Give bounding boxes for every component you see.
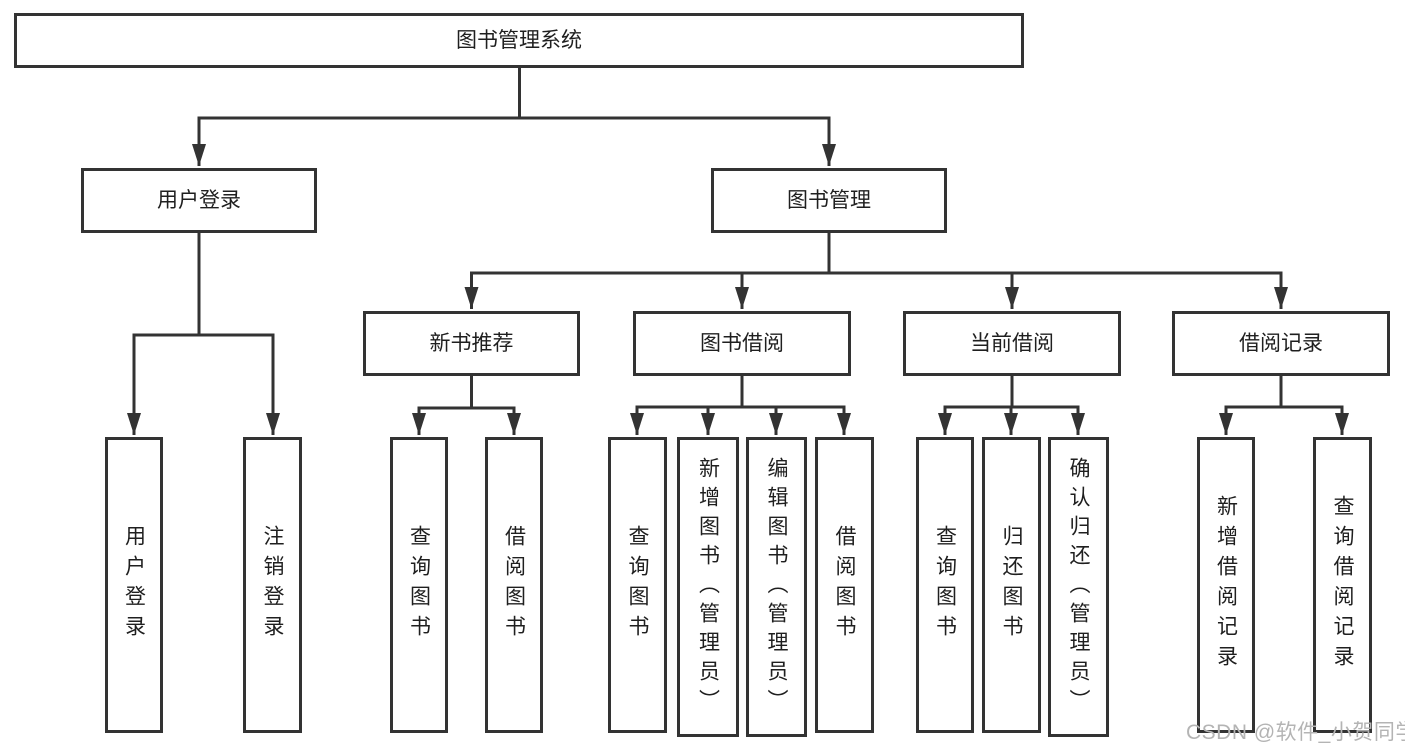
node-new-book-recommend: 新书推荐	[363, 311, 580, 376]
node-label: 查询图书	[933, 525, 957, 645]
leaf-borrow-books: 借阅图书	[815, 437, 874, 733]
node-label: 借阅图书	[502, 525, 526, 645]
leaf-query-borrow-record: 查询借阅记录	[1313, 437, 1372, 733]
node-label: 图书管理	[787, 189, 871, 212]
node-label: 用户登录	[157, 189, 241, 212]
node-library-management-system: 图书管理系统	[14, 13, 1024, 68]
node-label: 注销登录	[261, 525, 284, 645]
node-borrow-records: 借阅记录	[1172, 311, 1390, 376]
leaf-confirm-return-admin: 确认归还（管理员）	[1048, 437, 1109, 737]
node-label: 图书借阅	[700, 332, 784, 355]
node-current-borrow: 当前借阅	[903, 311, 1121, 376]
leaf-edit-books-admin: 编辑图书（管理员）	[746, 437, 807, 737]
node-book-management: 图书管理	[711, 168, 947, 233]
leaf-query-books-current: 查询图书	[916, 437, 974, 733]
node-label: 当前借阅	[970, 332, 1054, 355]
leaf-query-books-borrow: 查询图书	[608, 437, 667, 733]
leaf-borrow-books-recommend: 借阅图书	[485, 437, 543, 733]
node-label: 新增图书（管理员）	[696, 456, 720, 718]
node-label: 图书管理系统	[456, 29, 582, 52]
leaf-add-books-admin: 新增图书（管理员）	[677, 437, 739, 737]
leaf-user-login: 用户登录	[105, 437, 163, 733]
node-label: 查询借阅记录	[1331, 495, 1354, 675]
node-label: 查询图书	[407, 525, 431, 645]
node-label: 查询图书	[626, 525, 649, 645]
node-label: 用户登录	[122, 525, 146, 645]
node-label: 新书推荐	[429, 332, 514, 355]
node-label: 确认归还（管理员）	[1067, 456, 1090, 718]
node-label: 编辑图书（管理员）	[765, 456, 788, 718]
leaf-query-books-recommend: 查询图书	[390, 437, 448, 733]
node-label: 借阅记录	[1239, 332, 1323, 355]
node-user-login: 用户登录	[81, 168, 317, 233]
node-label: 归还图书	[1000, 525, 1023, 645]
csdn-watermark: CSDN @软件_小贺同学	[1186, 721, 1405, 744]
leaf-logout: 注销登录	[243, 437, 302, 733]
node-label: 新增借阅记录	[1214, 495, 1238, 675]
node-book-borrow: 图书借阅	[633, 311, 851, 376]
leaf-add-borrow-record: 新增借阅记录	[1197, 437, 1255, 733]
leaf-return-books: 归还图书	[982, 437, 1041, 733]
node-label: 借阅图书	[833, 525, 856, 645]
